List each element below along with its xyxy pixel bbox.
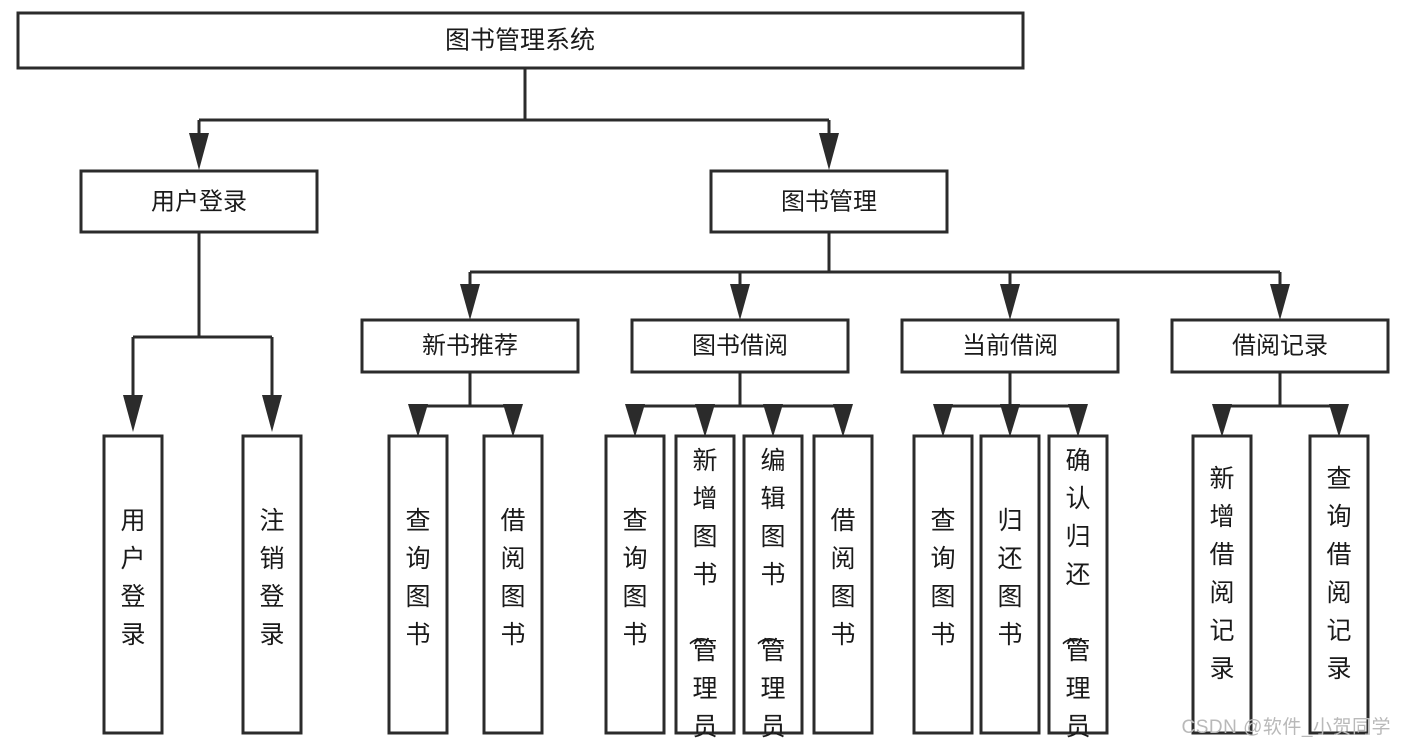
leaf-cb-confirm-return-box[interactable] bbox=[1047, 434, 1109, 735]
node-user-login[interactable]: 用户登录 bbox=[79, 169, 319, 234]
leaf-cb-return-book-box[interactable] bbox=[979, 434, 1041, 735]
arrowhead-newbook-query bbox=[408, 404, 428, 437]
arrowhead-current-borrow bbox=[1000, 284, 1020, 320]
arrowhead-book-borrow bbox=[730, 284, 750, 320]
leaf-br-add-record-label: 新增借阅记录 bbox=[1209, 465, 1234, 683]
leaf-cb-return-book-label: 归还图书 bbox=[997, 507, 1022, 649]
leaf-bb-add-book-label: 新增图书（管理员） bbox=[686, 447, 717, 747]
arrowhead-cb-confirm bbox=[1068, 404, 1088, 437]
arrowhead-bb-borrow bbox=[833, 404, 853, 437]
leaf-bb-borrow-book[interactable]: 借阅图书 bbox=[812, 434, 874, 735]
connector-group-borrow-record-leaves bbox=[1212, 372, 1349, 437]
node-book-borrow-box[interactable] bbox=[630, 318, 850, 374]
arrowhead-new-book bbox=[460, 284, 480, 320]
node-root-box[interactable] bbox=[16, 11, 1025, 70]
connector-group-root bbox=[189, 67, 839, 170]
node-current-borrow[interactable]: 当前借阅 bbox=[900, 318, 1120, 374]
leaf-cb-confirm-return-label: 确认归还（管理员） bbox=[1059, 447, 1090, 747]
node-book-borrow-label: 图书借阅 bbox=[692, 332, 788, 359]
arrowhead-borrow-record bbox=[1270, 284, 1290, 320]
leaf-br-add-record-box[interactable] bbox=[1191, 434, 1253, 735]
leaf-newbook-borrow-book-label: 借阅图书 bbox=[500, 507, 525, 649]
leaf-user-login-label: 用户登录 bbox=[120, 507, 145, 649]
arrowhead-bb-query bbox=[625, 404, 645, 437]
leaf-user-login-box[interactable] bbox=[102, 434, 164, 735]
node-new-book-recommend-box[interactable] bbox=[360, 318, 580, 374]
connector-group-book-mgmt bbox=[460, 233, 1290, 320]
node-new-book-recommend-label: 新书推荐 bbox=[422, 332, 518, 359]
node-current-borrow-label: 当前借阅 bbox=[962, 332, 1058, 359]
leaf-bb-add-book-box[interactable] bbox=[674, 434, 736, 735]
leaf-newbook-query-book-label: 查询图书 bbox=[405, 507, 430, 649]
arrowhead-book-mgmt bbox=[819, 133, 839, 170]
arrowhead-leaf-logout bbox=[262, 395, 282, 432]
arrowhead-bb-add bbox=[695, 404, 715, 437]
arrowhead-br-add bbox=[1212, 404, 1232, 437]
node-borrow-record-box[interactable] bbox=[1170, 318, 1390, 374]
leaf-logout-label: 注销登录 bbox=[259, 507, 284, 649]
leaf-cb-return-book[interactable]: 归还图书 bbox=[979, 434, 1041, 735]
leaf-bb-edit-book[interactable]: 编辑图书（管理员） bbox=[742, 434, 804, 747]
node-current-borrow-box[interactable] bbox=[900, 318, 1120, 374]
leaf-bb-edit-book-box[interactable] bbox=[742, 434, 804, 735]
node-book-management[interactable]: 图书管理 bbox=[709, 169, 949, 234]
connector-group-current-borrow-leaves bbox=[933, 372, 1088, 437]
leaf-newbook-borrow-book-box[interactable] bbox=[482, 434, 544, 735]
node-book-management-box[interactable] bbox=[709, 169, 949, 234]
leaf-cb-confirm-return[interactable]: 确认归还（管理员） bbox=[1047, 434, 1109, 747]
leaf-newbook-query-book[interactable]: 查询图书 bbox=[387, 434, 449, 735]
node-new-book-recommend[interactable]: 新书推荐 bbox=[360, 318, 580, 374]
leaf-bb-edit-book-label: 编辑图书（管理员） bbox=[754, 447, 785, 747]
connector-group-new-book-leaves bbox=[408, 372, 523, 437]
leaf-cb-query-book-label: 查询图书 bbox=[930, 507, 955, 649]
leaf-bb-add-book[interactable]: 新增图书（管理员） bbox=[674, 434, 736, 747]
arrowhead-cb-return bbox=[1000, 404, 1020, 437]
arrowhead-bb-edit bbox=[763, 404, 783, 437]
leaf-newbook-borrow-book[interactable]: 借阅图书 bbox=[482, 434, 544, 735]
leaf-bb-query-book-box[interactable] bbox=[604, 434, 666, 735]
arrowhead-br-query bbox=[1329, 404, 1349, 437]
connector-group-user-login-leaves bbox=[123, 232, 282, 432]
arrowhead-user-login bbox=[189, 133, 209, 170]
leaf-cb-query-book-box[interactable] bbox=[912, 434, 974, 735]
leaf-br-query-record-box[interactable] bbox=[1308, 434, 1370, 735]
leaf-bb-query-book[interactable]: 查询图书 bbox=[604, 434, 666, 735]
node-borrow-record[interactable]: 借阅记录 bbox=[1170, 318, 1390, 374]
leaf-br-query-record[interactable]: 查询借阅记录 bbox=[1308, 434, 1370, 735]
leaf-br-add-record[interactable]: 新增借阅记录 bbox=[1191, 434, 1253, 735]
node-user-login-box[interactable] bbox=[79, 169, 319, 234]
node-borrow-record-label: 借阅记录 bbox=[1232, 332, 1328, 359]
leaf-bb-borrow-book-label: 借阅图书 bbox=[830, 507, 855, 649]
node-book-borrow[interactable]: 图书借阅 bbox=[630, 318, 850, 374]
leaf-newbook-query-book-box[interactable] bbox=[387, 434, 449, 735]
node-root[interactable]: 图书管理系统 bbox=[16, 11, 1025, 70]
node-root-label: 图书管理系统 bbox=[445, 27, 595, 55]
leaf-br-query-record-label: 查询借阅记录 bbox=[1326, 465, 1351, 683]
leaf-bb-query-book-label: 查询图书 bbox=[622, 507, 647, 649]
arrowhead-leaf-user-login bbox=[123, 395, 143, 432]
leaf-bb-borrow-book-box[interactable] bbox=[812, 434, 874, 735]
leaf-user-login[interactable]: 用户登录 bbox=[102, 434, 164, 735]
leaf-cb-query-book[interactable]: 查询图书 bbox=[912, 434, 974, 735]
leaf-logout[interactable]: 注销登录 bbox=[241, 434, 303, 735]
leaf-logout-box[interactable] bbox=[241, 434, 303, 735]
arrowhead-newbook-borrow bbox=[503, 404, 523, 437]
connector-group-book-borrow-leaves bbox=[625, 372, 853, 437]
arrowhead-cb-query bbox=[933, 404, 953, 437]
node-user-login-label: 用户登录 bbox=[151, 188, 247, 215]
watermark-credit: CSDN @软件_小贺同学 bbox=[1181, 717, 1391, 738]
node-book-management-label: 图书管理 bbox=[781, 188, 877, 215]
